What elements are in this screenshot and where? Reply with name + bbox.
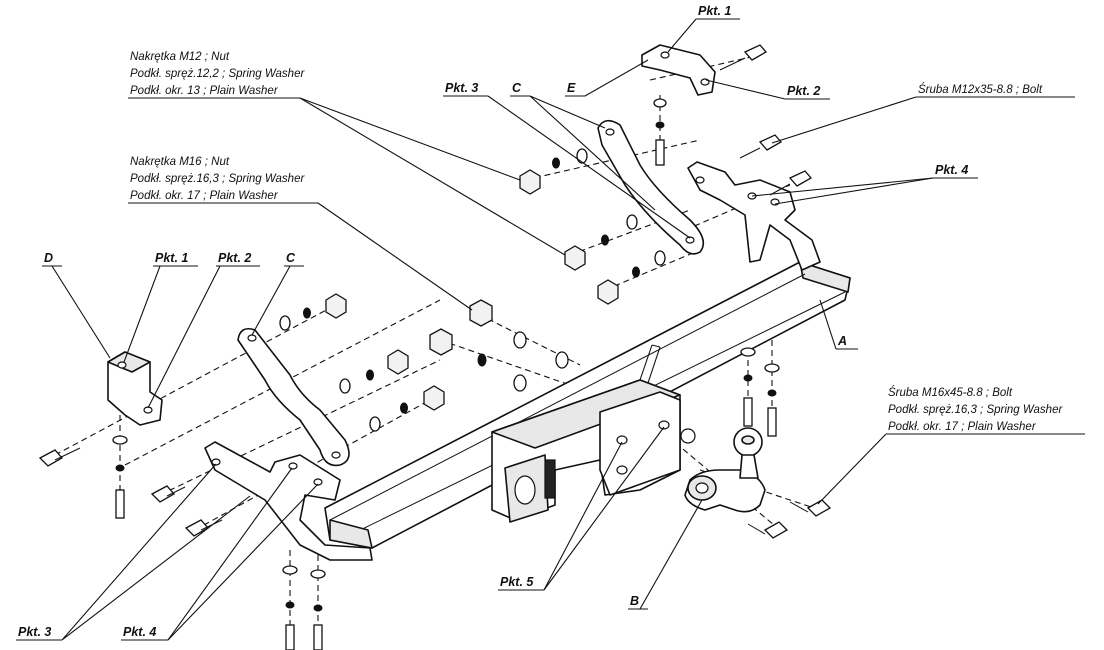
center-mounting-bracket	[491, 344, 696, 523]
label-c-top: C	[512, 81, 522, 95]
note-bolt-m12-text: Śruba M12x35-8.8 ; Bolt	[918, 83, 1043, 96]
bracket-d	[107, 351, 163, 426]
left-bracket-c	[237, 327, 350, 467]
label-pkt3-bottom: Pkt. 3	[18, 625, 51, 639]
top-bracket-c	[597, 119, 705, 255]
label-b: B	[630, 594, 639, 608]
note-m12-line-2: Podkł. spręż.12,2 ; Spring Washer	[130, 68, 305, 80]
label-pkt4-right: Pkt. 4	[935, 163, 968, 177]
note-m16-line-3: Podkł. okr. 17 ; Plain Washer	[130, 190, 279, 202]
fasteners	[38, 44, 832, 650]
label-pkt3-top: Pkt. 3	[445, 81, 478, 95]
note-m16-line-1: Nakrętka M16 ; Nut	[130, 156, 230, 168]
note-m12: Nakrętka M12 ; Nut Podkł. spręż.12,2 ; S…	[128, 51, 566, 256]
ref-labels: Pkt. 1 Pkt. 2 Pkt. 3 C E Pkt. 4 D Pkt. 1…	[16, 4, 978, 641]
note-m12-line-3: Podkł. okr. 13 ; Plain Washer	[130, 85, 279, 97]
tow-ball	[684, 427, 766, 513]
note-m12-line-1: Nakrętka M12 ; Nut	[130, 51, 230, 63]
bracket-e	[641, 44, 716, 96]
label-pkt1-left: Pkt. 1	[155, 251, 188, 265]
note-bolt-m16-line-1: Śruba M16x45-8.8 ; Bolt	[888, 386, 1013, 399]
label-d: D	[44, 251, 53, 265]
label-pkt4-bottom: Pkt. 4	[123, 625, 156, 639]
note-bolt-m12: Śruba M12x35-8.8 ; Bolt	[771, 83, 1075, 144]
note-bolt-m16: Śruba M16x45-8.8 ; Bolt Podkł. spręż.16,…	[817, 386, 1085, 505]
label-e: E	[567, 81, 576, 95]
label-pkt1-top: Pkt. 1	[698, 4, 731, 18]
label-pkt2-top: Pkt. 2	[787, 84, 820, 98]
note-bolt-m16-line-2: Podkł. spręż.16,3 ; Spring Washer	[888, 404, 1063, 416]
label-a: A	[837, 334, 847, 348]
note-bolt-m16-line-3: Podkł. okr. 17 ; Plain Washer	[888, 421, 1037, 433]
note-m16: Nakrętka M16 ; Nut Podkł. spręż.16,3 ; S…	[128, 156, 473, 311]
label-pkt2-left: Pkt. 2	[218, 251, 251, 265]
note-m16-line-2: Podkł. spręż.16,3 ; Spring Washer	[130, 173, 305, 185]
left-side-plate	[204, 441, 373, 561]
label-c-left: C	[286, 251, 296, 265]
label-pkt5: Pkt. 5	[500, 575, 534, 589]
